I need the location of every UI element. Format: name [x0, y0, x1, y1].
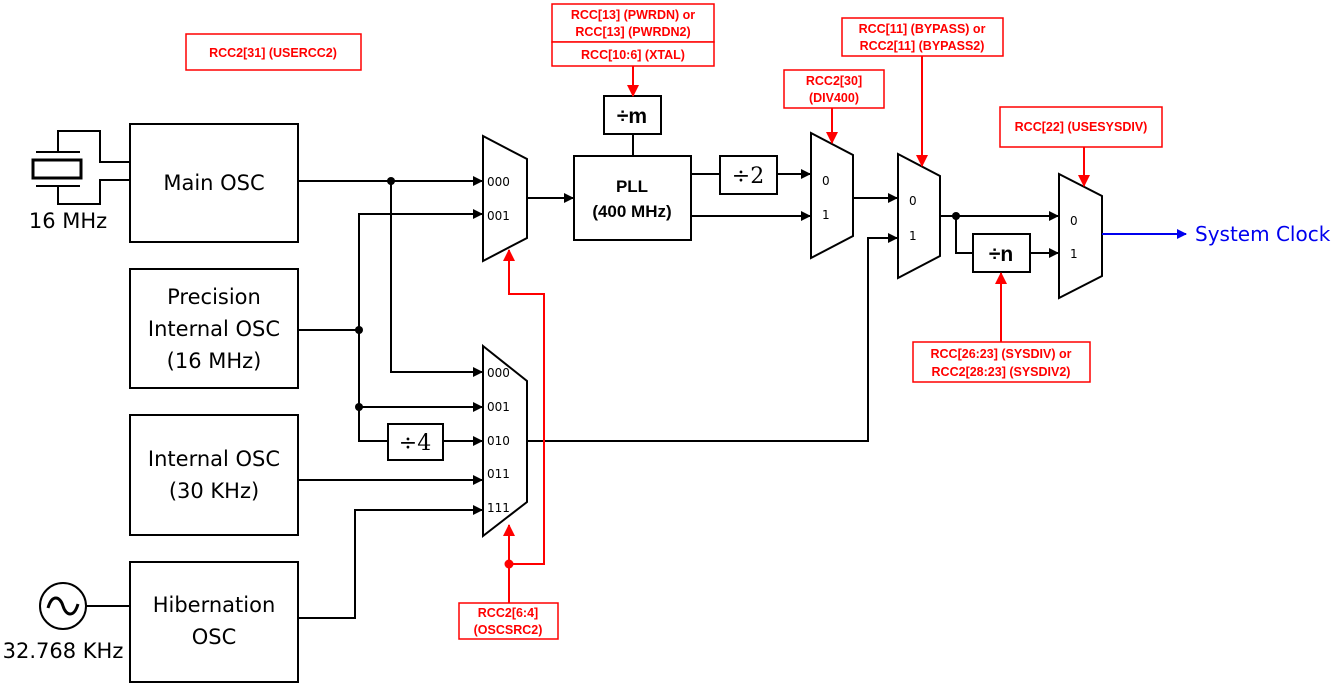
hib-frequency-label: 32.768 KHz [3, 639, 124, 663]
pll-label-line2: (400 MHz) [592, 202, 671, 221]
bypass-label-line1: RCC[11] (BYPASS) or [859, 22, 986, 36]
source-wires [298, 176, 483, 619]
system-clock-label: System Clock [1195, 222, 1331, 246]
divide-by-4-block [387, 423, 444, 461]
crystal-frequency-label: 16 MHz [29, 209, 107, 233]
usercc2-control-box [185, 33, 362, 71]
pwrdn-label-line2: RCC[13] (PWRDN2) [575, 25, 690, 39]
junction-dot [355, 403, 363, 411]
sysdiv-control-box [912, 341, 1091, 383]
mux-port-label: 010 [487, 434, 510, 448]
mux-port-label: 1 [822, 208, 830, 222]
div400-label-line2: (DIV400) [809, 91, 859, 105]
mux-port-label: 0 [909, 194, 917, 208]
oscsrc2-label-line1: RCC2[6:4] [478, 606, 538, 620]
mux-port-label: 1 [909, 229, 917, 243]
div400-label-line1: RCC2[30] [806, 74, 862, 88]
divide-by-4-label: ÷4 [399, 431, 431, 456]
control-junction-dot [504, 559, 514, 569]
xtal-label: RCC[10:6] (XTAL) [581, 48, 685, 62]
sysdiv-label-line1: RCC[26:23] (SYSDIV) or [931, 347, 1072, 361]
pwrdn-label-line1: RCC[13] (PWRDN) or [571, 8, 695, 22]
junction-dot [355, 326, 363, 334]
main-osc-label: Main OSC [163, 171, 264, 195]
bypass-mux [897, 152, 941, 280]
mux-port-label: 011 [487, 467, 510, 481]
piosc-label-line2: Internal OSC [148, 317, 280, 341]
osc-source-mux [482, 343, 528, 539]
div400-mux [810, 131, 854, 260]
sysdiv-mux [1058, 172, 1103, 300]
divide-by-2-label: ÷2 [732, 164, 764, 189]
crystal-icon [31, 130, 130, 205]
divide-by-2-block [719, 155, 778, 195]
mux-port-label: 001 [487, 400, 510, 414]
pll-label-line1: PLL [616, 177, 648, 196]
bypass-label-line2: RCC2[11] (BYPASS2) [860, 39, 985, 53]
mux-port-label: 1 [1070, 247, 1078, 261]
piosc-label-line1: Precision [167, 285, 261, 309]
main-osc-block [129, 123, 299, 243]
pll-source-mux [482, 134, 528, 263]
mux-port-label: 0 [822, 174, 830, 188]
oscsrc2-label-line2: (OSCSRC2) [474, 623, 543, 637]
piosc-label-line3: (16 MHz) [167, 349, 262, 373]
ac-source-icon [39, 582, 130, 630]
divide-by-m-label: ÷m [617, 105, 647, 128]
usesysdiv-label: RCC[22] (USESYSDIV) [1015, 120, 1148, 134]
div400-control-box [783, 69, 885, 109]
junction-dot [387, 177, 395, 185]
precision-internal-osc-block [129, 268, 299, 389]
oscsrc2-control-box [458, 602, 559, 640]
usesysdiv-control-box [999, 106, 1163, 148]
mux-port-label: 0 [1070, 214, 1078, 228]
internal-osc-label-line1: Internal OSC [148, 447, 280, 471]
mux-port-label: 000 [487, 366, 510, 380]
usercc2-label: RCC2[31] (USERCC2) [209, 46, 337, 60]
hibernation-osc-block [129, 561, 299, 683]
sysdiv-label-line2: RCC2[28:23] (SYSDIV2) [932, 365, 1071, 379]
hib-osc-label-line1: Hibernation [153, 593, 276, 617]
mux-port-label: 000 [487, 175, 510, 189]
internal-osc-label-line2: (30 KHz) [169, 479, 259, 503]
pll-block [573, 155, 692, 241]
mux-port-label: 111 [487, 501, 510, 515]
mux-port-label: 001 [487, 209, 510, 223]
xtal-control-box [551, 41, 715, 67]
hib-osc-label-line2: OSC [192, 625, 237, 649]
internal-osc-block [129, 414, 299, 536]
divide-by-n-label: ÷n [989, 243, 1013, 266]
